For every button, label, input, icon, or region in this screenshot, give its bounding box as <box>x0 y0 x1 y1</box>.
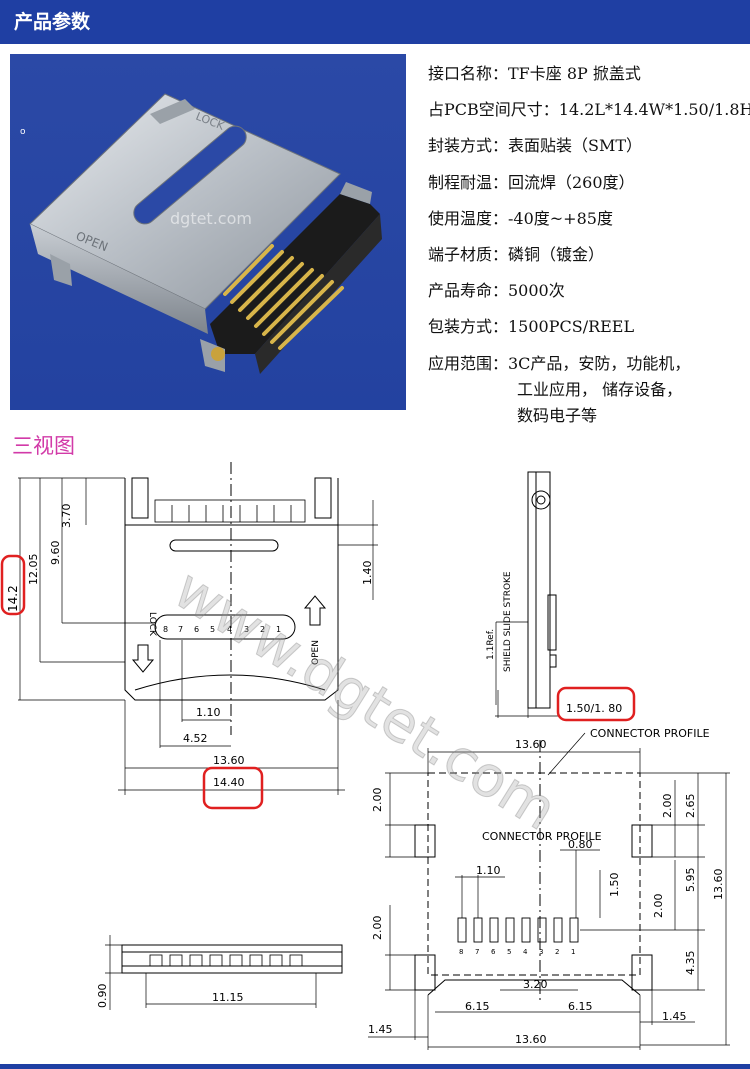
drawing-svg: 8 7 6 5 4 3 2 1 LOCK OPEN 14.2 12.05 9.6… <box>0 462 730 1050</box>
bottom-view: 0.90 11.15 <box>96 935 343 1010</box>
fp-dim-5-95: 5.95 <box>684 868 697 893</box>
three-view-title: 三视图 <box>12 434 75 458</box>
fp-pin-6: 6 <box>491 948 496 956</box>
dim-13-60-top: 13.60 <box>213 754 245 767</box>
spec-package: 封装方式：表面贴装（SMT） <box>428 136 643 156</box>
spec-terminal-material: 端子材质：磷铜（镀金） <box>428 245 605 265</box>
fp-dim-13-60-bottom: 13.60 <box>515 1033 547 1046</box>
fp-dim-1-10: 1.10 <box>476 864 501 877</box>
fp-dim-1-45-right: 1.45 <box>662 1010 687 1023</box>
fp-dim-2-65: 2.65 <box>684 794 697 819</box>
label-shield-stroke: SHIELD SLIDE STROKE <box>503 571 513 672</box>
side-view: 1.1Ref. SHIELD SLIDE STROKE 1.50/1. 80 <box>486 471 636 722</box>
dim-14-40: 14.40 <box>213 776 245 789</box>
photo-watermark: dgtet.com <box>170 209 252 228</box>
label-connector-profile-top: CONNECTOR PROFILE <box>590 727 710 740</box>
dim-12-05: 12.05 <box>27 554 40 586</box>
dim-3-70: 3.70 <box>60 504 73 529</box>
highlight-14-2 <box>0 554 26 616</box>
spec-list: 接口名称：TF卡座 8P 掀盖式 占PCB空间尺寸：14.2L*14.4W*1.… <box>428 56 750 429</box>
header-title: 产品参数 <box>14 11 91 33</box>
label-open: OPEN <box>311 640 321 665</box>
top-pin-7: 7 <box>178 625 183 634</box>
fp-dim-0-80: 0.80 <box>568 838 593 851</box>
fp-dim-13-60-right: 13.60 <box>712 869 725 901</box>
top-pin-1: 1 <box>276 625 281 634</box>
dim-1-40: 1.40 <box>361 561 374 586</box>
spec-application: 应用范围：3C产品，安防，功能机， <box>428 353 691 373</box>
top-view: 8 7 6 5 4 3 2 1 LOCK OPEN 14.2 12.05 9.6… <box>0 462 378 810</box>
top-pin-4: 4 <box>227 625 232 634</box>
fp-dim-1-45-left: 1.45 <box>368 1023 393 1036</box>
section-header: 产品参数 <box>0 0 750 44</box>
pcb-footprint: 8 7 6 5 4 3 2 1 CONNECTOR PROFILE CONNEC… <box>368 727 730 1050</box>
top-pin-5: 5 <box>210 625 215 634</box>
svg-text:o: o <box>20 127 26 137</box>
spec-pcb-size: 占PCB空间尺寸：14.2L*14.4W*1.50/1.8H <box>428 100 750 120</box>
spec-lifetime: 产品寿命：5000次 <box>428 281 565 301</box>
label-ref: 1.1Ref. <box>486 629 496 660</box>
spec-operating-temp: 使用温度：-40度~+85度 <box>428 208 613 228</box>
highlight-height <box>556 686 636 722</box>
highlight-14-40 <box>202 766 264 810</box>
fp-pin-4: 4 <box>523 948 528 956</box>
spec-application-cont-1: 工业应用， 储存设备， <box>517 379 683 399</box>
connector-illustration: o OPEN LOCK dgtet.com <box>20 93 382 374</box>
fp-dim-6-15-left: 6.15 <box>465 1000 490 1013</box>
fp-pin-3: 3 <box>539 948 543 956</box>
dim-4-52: 4.52 <box>183 732 208 745</box>
footer-divider <box>0 1064 750 1069</box>
fp-dim-1-50: 1.50 <box>608 873 621 898</box>
spec-packing: 包装方式：1500PCS/REEL <box>428 317 635 337</box>
label-connector-profile-mid: CONNECTOR PROFILE <box>482 830 602 843</box>
fp-dim-6-15-right: 6.15 <box>568 1000 593 1013</box>
fp-dim-4-35: 4.35 <box>684 951 697 976</box>
top-pin-2: 2 <box>260 625 265 634</box>
spec-interface: 接口名称：TF卡座 8P 掀盖式 <box>428 64 641 83</box>
fp-dim-2-00-left-top: 2.00 <box>371 788 384 813</box>
label-lock: LOCK <box>147 612 157 637</box>
fp-dim-3-20: 3.20 <box>523 978 548 991</box>
dim-1-10: 1.10 <box>196 706 221 719</box>
dim-11-15: 11.15 <box>212 991 244 1004</box>
dim-height: 1.50/1. 80 <box>566 702 622 715</box>
dim-total-height: 14.2 <box>6 585 20 612</box>
dim-0-90: 0.90 <box>96 984 109 1009</box>
technical-drawing: 8 7 6 5 4 3 2 1 LOCK OPEN 14.2 12.05 9.6… <box>0 458 750 1062</box>
top-pin-3: 3 <box>244 625 249 634</box>
fp-pin-1: 1 <box>571 948 575 956</box>
dim-9-60: 9.60 <box>49 541 62 566</box>
product-photo: o OPEN LOCK dgtet.com <box>10 54 406 410</box>
top-pin-6: 6 <box>194 625 199 634</box>
fp-pin-8: 8 <box>459 948 463 956</box>
fp-dim-2-00-left-bottom: 2.00 <box>371 916 384 941</box>
fp-dim-2-00-right-mid: 2.00 <box>652 894 665 919</box>
fp-pin-2: 2 <box>555 948 559 956</box>
fp-pin-5: 5 <box>507 948 511 956</box>
fp-pin-7: 7 <box>475 948 479 956</box>
top-pin-8: 8 <box>163 625 168 634</box>
contact-pins <box>223 244 344 350</box>
spec-application-cont-2: 数码电子等 <box>517 405 598 425</box>
fp-dim-2-00-right-top: 2.00 <box>661 794 674 819</box>
fp-dim-13-60-top: 13.60 <box>515 738 547 751</box>
spec-process-temp: 制程耐温：回流焊（260度） <box>428 172 635 192</box>
